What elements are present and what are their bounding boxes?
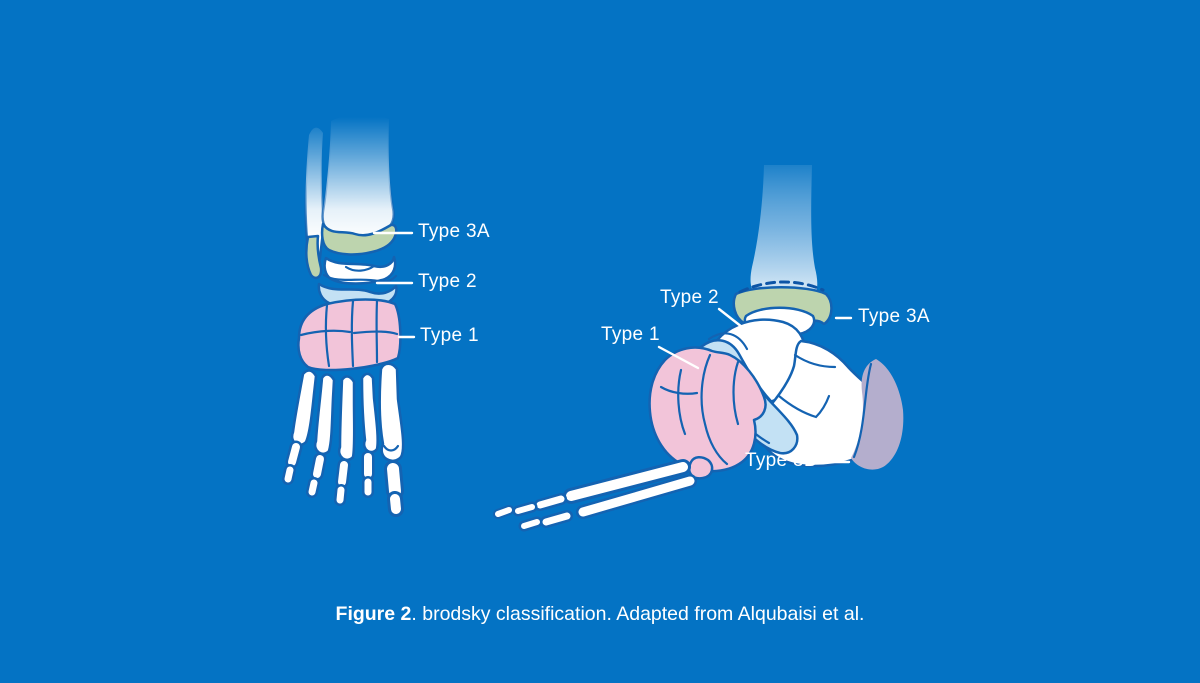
label-lateral-type2: Type 2 — [660, 287, 719, 308]
toe-bone — [493, 505, 514, 519]
figure-caption: Figure 2. brodsky classification. Adapte… — [0, 603, 1200, 626]
dorsal-type1-highlight — [297, 298, 402, 372]
toe-bone — [334, 484, 347, 506]
dorsal-foot-view — [282, 112, 405, 517]
dorsal-tibia — [321, 112, 395, 238]
leader-lines — [372, 231, 853, 464]
toe-bone — [282, 464, 296, 485]
lateral-region-type3b-heel — [851, 359, 904, 470]
label-dorsal-type3a: Type 3A — [418, 221, 490, 242]
dorsal-ankle-medial-tail — [305, 234, 323, 280]
label-dorsal-type2: Type 2 — [418, 271, 477, 292]
lateral-region-type1-midfoot — [648, 346, 767, 480]
toe-bone — [310, 452, 327, 481]
metatarsal-bone — [576, 474, 697, 519]
dorsal-region-type3a-ankle — [305, 222, 398, 280]
leader-lateral-type2 — [717, 307, 758, 340]
toe-bone — [335, 458, 351, 489]
big-toe-bone — [387, 491, 404, 517]
leader-lateral-type1 — [657, 345, 700, 370]
toe-bone — [540, 510, 573, 528]
label-dorsal-type1: Type 1 — [420, 325, 479, 346]
lateral-heel-highlight — [851, 359, 904, 470]
toe-bone — [285, 440, 303, 469]
figure-caption-label: Figure 2 — [335, 603, 412, 625]
toe-bone — [534, 493, 567, 511]
metatarsal-bone — [563, 459, 691, 504]
lateral-tibia — [750, 165, 818, 304]
toe-bone — [518, 516, 543, 532]
label-lateral-type3a: Type 3A — [858, 306, 930, 327]
tibia-dashed-outline — [738, 280, 825, 294]
dorsal-region-type1-midfoot — [297, 298, 402, 372]
toe-bone — [306, 477, 320, 498]
lateral-forefoot-bones — [493, 459, 697, 532]
big-toe-bone — [384, 460, 404, 500]
toe-bone — [512, 501, 538, 517]
dorsal-metatarsals — [290, 362, 405, 462]
label-lateral-type1: Type 1 — [601, 324, 660, 345]
dorsal-phalanges — [282, 440, 404, 517]
label-lateral-type3b: Type 3B — [745, 450, 817, 471]
lateral-foot-view — [493, 165, 904, 532]
figure-caption-text: . brodsky classification. Adapted from A… — [411, 603, 865, 625]
